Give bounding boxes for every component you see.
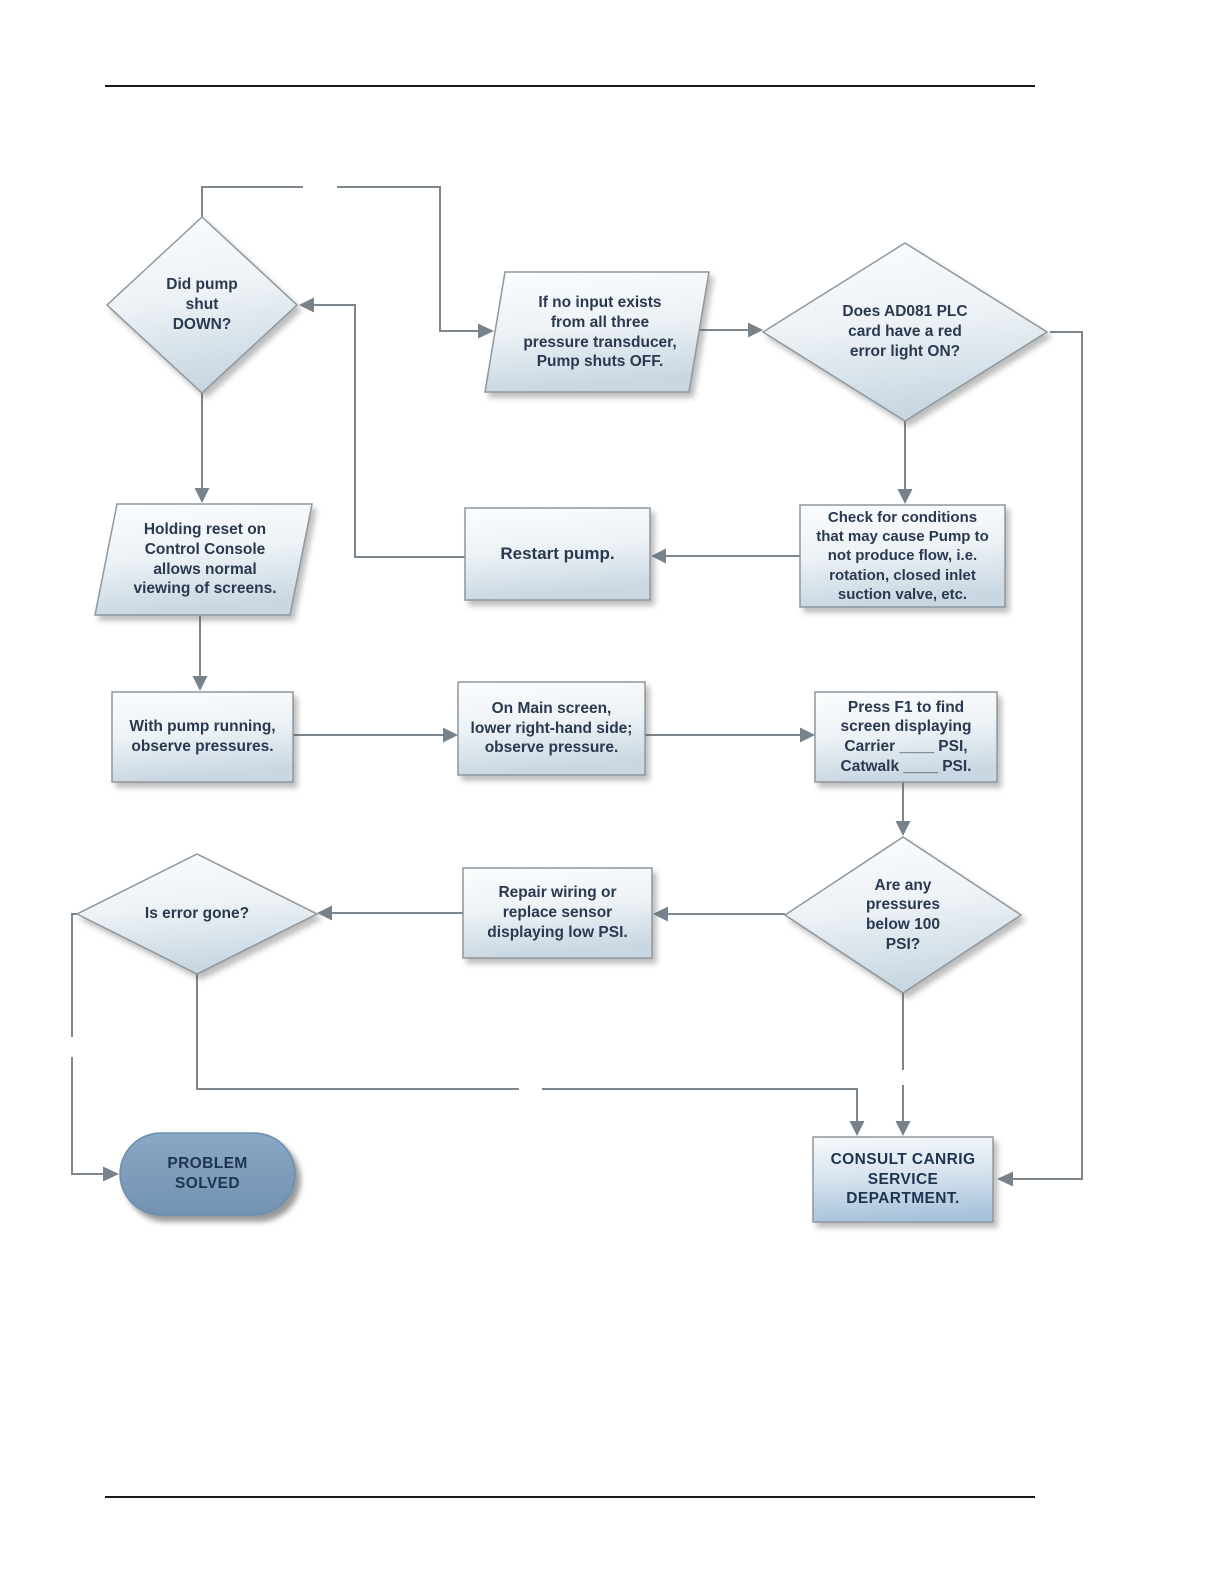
connector-restart-to-did-pump	[299, 297, 465, 558]
connector-check-conditions-to-restart	[651, 548, 800, 564]
process-press-f1-shape	[814, 691, 998, 783]
decision-did-pump-shut-down-label: Did pump shut DOWN?	[166, 276, 238, 333]
page-bottom-rule	[105, 1496, 1035, 1498]
page-top-rule	[105, 85, 1035, 87]
process-on-main-screen-label: On Main screen, lower right-hand side; o…	[470, 699, 633, 757]
process-no-input-shape	[484, 271, 710, 393]
terminal-problem-solved-label: PROBLEM SOLVED	[167, 1155, 248, 1192]
connector-no-input-to-ad081	[699, 322, 763, 338]
connector-on-main-to-press-f1	[645, 727, 815, 743]
connector-did-pump-top-loop	[201, 186, 494, 339]
connector-holding-reset-to-with-pump	[192, 615, 208, 691]
decision-ad081-error-light-shape	[761, 242, 1049, 422]
process-with-pump-running-shape	[111, 691, 294, 783]
connector-with-pump-to-on-main	[293, 727, 458, 743]
connector-is-error-gone-to-problem-solved	[71, 913, 119, 1182]
connector-pressures-to-consult	[895, 993, 911, 1136]
process-check-conditions-label: Check for conditions that may cause Pump…	[816, 509, 989, 603]
process-press-f1-label: Press F1 to find screen displaying Carri…	[840, 698, 972, 775]
process-restart-pump-shape	[464, 507, 651, 601]
decision-is-error-gone-shape	[75, 853, 319, 975]
process-consult-canrig-shape	[812, 1136, 994, 1223]
connector-pressures-to-repair	[653, 906, 785, 922]
terminal-problem-solved-shape	[119, 1132, 296, 1216]
process-on-main-screen-shape	[457, 681, 646, 776]
process-consult-canrig-label: CONSULT CANRIG SERVICE DEPARTMENT.	[830, 1150, 976, 1208]
process-holding-reset-label: Holding reset on Control Console allows …	[133, 521, 277, 598]
decision-did-pump-shut-down-shape	[105, 215, 299, 395]
connector-did-pump-to-holding-reset	[194, 393, 210, 503]
connector-ad081-to-check-conditions	[897, 421, 913, 504]
process-with-pump-running-label: With pump running, observe pressures.	[129, 718, 276, 755]
decision-pressures-below-100-label: Are any pressures below 100 PSI?	[865, 876, 941, 953]
connector-ad081-to-consult	[997, 331, 1083, 1187]
process-holding-reset-shape	[94, 503, 313, 616]
process-repair-wiring-label: Repair wiring or replace sensor displayi…	[487, 884, 628, 941]
connector-is-error-gone-to-consult	[196, 974, 865, 1136]
process-restart-pump-label: Restart pump.	[500, 544, 615, 564]
process-no-input-label: If no input exists from all three pressu…	[523, 294, 677, 371]
connector-repair-to-is-error-gone	[317, 905, 463, 921]
decision-is-error-gone-label: Is error gone?	[144, 905, 250, 923]
decision-pressures-below-100-shape	[783, 836, 1023, 994]
process-check-conditions-shape	[799, 504, 1006, 608]
process-repair-wiring-shape	[462, 867, 653, 959]
decision-ad081-error-light-label: Does AD081 PLC card have a red error lig…	[842, 303, 968, 360]
connector-press-f1-to-pressures	[895, 782, 911, 836]
